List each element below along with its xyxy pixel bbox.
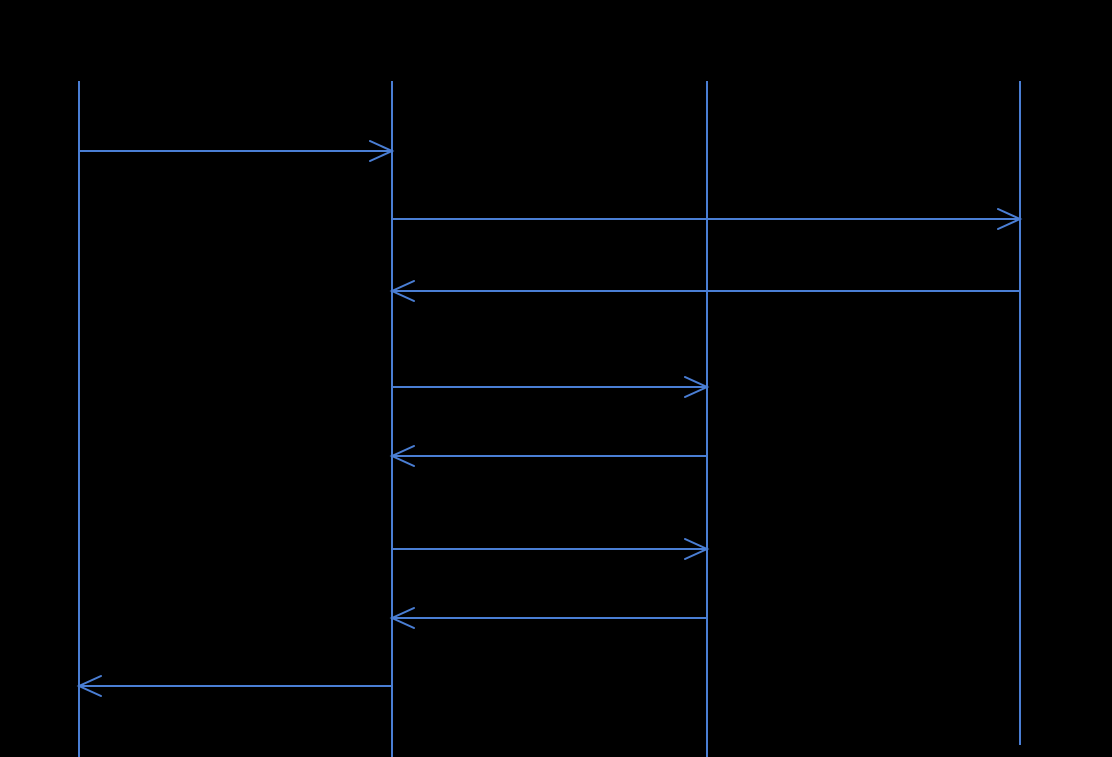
- message-arrowhead-2: [997, 208, 1023, 230]
- message-arrowhead-7: [389, 607, 415, 629]
- messages-group: [76, 140, 1023, 697]
- message-arrowhead-3: [389, 280, 415, 302]
- message-arrowhead-5: [389, 445, 415, 467]
- lifelines-group: [78, 81, 1021, 757]
- message-arrowhead-8: [76, 675, 102, 697]
- message-arrowhead-1: [369, 140, 395, 162]
- message-arrowhead-6: [684, 538, 710, 560]
- message-arrowhead-4: [684, 376, 710, 398]
